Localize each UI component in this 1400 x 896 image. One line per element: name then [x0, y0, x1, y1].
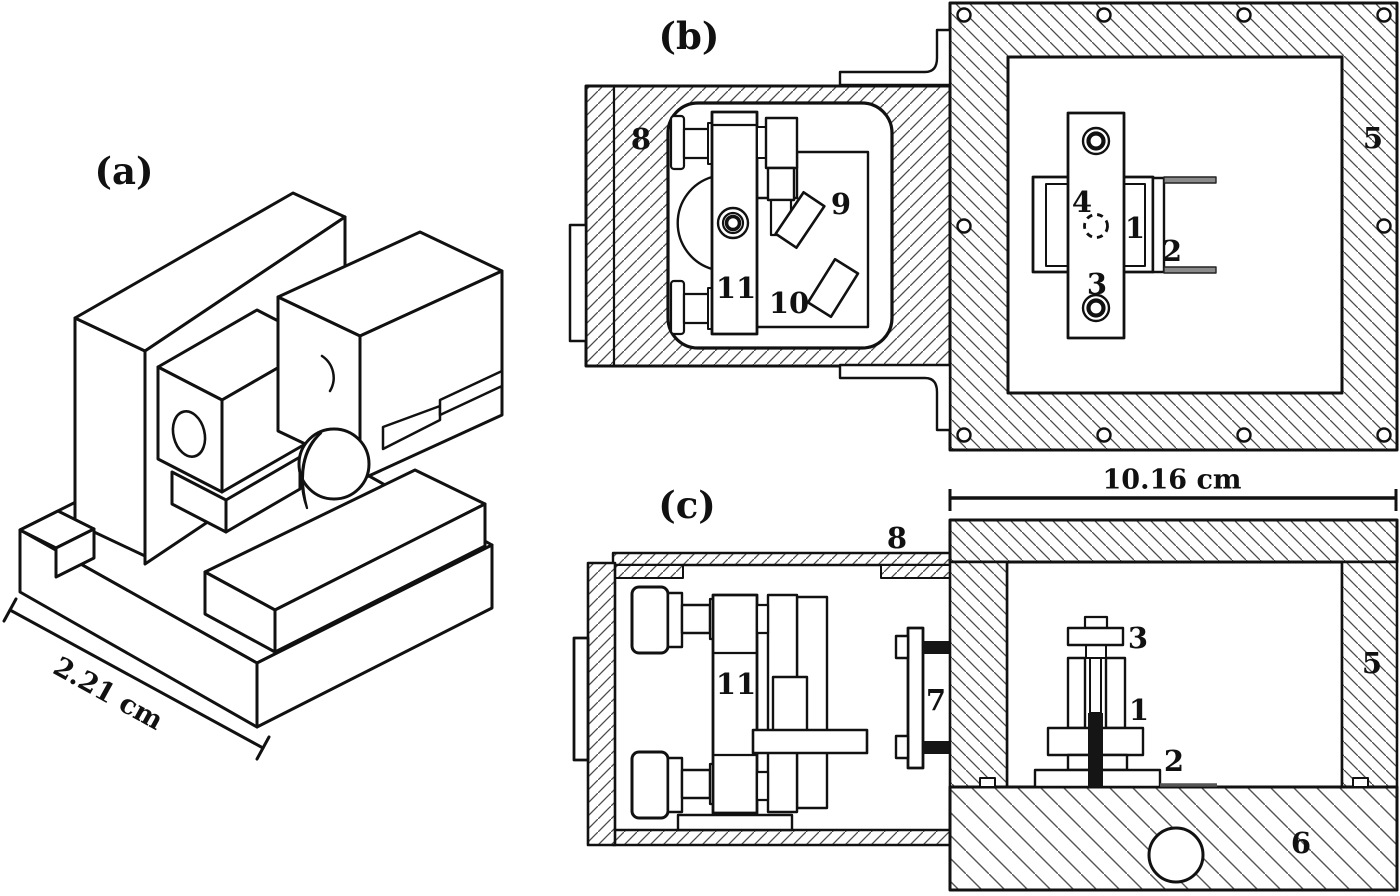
screw-collar [756, 126, 767, 159]
part-label-3: 3 [1087, 267, 1107, 301]
part-label-8: 8 [631, 122, 651, 156]
floor-notch-right [1352, 777, 1369, 788]
bolt-shaft-bottom [923, 741, 950, 754]
right-block-slot-left [381, 404, 442, 451]
housing-bottom-wall [611, 828, 952, 847]
stage-horizontal-arm [751, 728, 869, 755]
hidden-hole-dashed [1083, 213, 1109, 239]
part-label-10: 10 [769, 286, 809, 320]
bolt-shaft-top [923, 641, 950, 654]
part-label-3c: 3 [1128, 621, 1148, 655]
threaded-rod [1088, 713, 1103, 787]
front-block-hole [171, 410, 207, 458]
screw-column-mid [766, 166, 796, 202]
part-label-8c: 8 [887, 521, 907, 555]
panel-a-label: (a) [95, 149, 154, 193]
part-label-2: 2 [1162, 234, 1182, 268]
chamber-top-wall [948, 518, 1399, 564]
flange-plate-7 [906, 626, 925, 770]
panel-b-label: (b) [659, 14, 720, 58]
part-label-1c: 1 [1129, 693, 1149, 727]
holder-screw-top-inner [1086, 131, 1106, 151]
part-label-2c: 2 [1164, 744, 1184, 778]
clamp-cap [1083, 615, 1109, 630]
clamp-assembly [1033, 615, 1217, 789]
right-block-slot-right [438, 369, 504, 417]
adjuster-tab-bottom [669, 279, 686, 336]
dimension-c-text: 10.16 cm [1103, 465, 1242, 496]
chamber-left-wall [948, 560, 1009, 789]
panel-a-isometric-view: (a) [2, 149, 504, 761]
fork-body [1151, 176, 1166, 274]
dimension-10-16: 10.16 cm [948, 465, 1398, 511]
adjuster-tab-top [669, 114, 686, 171]
base-right-face [255, 543, 494, 729]
part-label-1: 1 [1125, 211, 1145, 245]
housing-top-wall-inner-left [614, 564, 684, 579]
part-label-11: 11 [716, 271, 756, 305]
stage-base-plate [676, 813, 794, 832]
round-cutout [297, 427, 371, 501]
stage-block-11-side [711, 593, 759, 815]
stage-small-block [771, 675, 809, 734]
bolt-head-top [894, 634, 910, 660]
part-label-11c: 11 [716, 667, 756, 701]
clamp-jaw-left [1066, 656, 1087, 730]
center-screw-inner [724, 214, 742, 232]
screw-column-upper [764, 116, 799, 170]
panel-b-top-section: (b) [568, 1, 1399, 452]
stage-collar-bottom [755, 770, 770, 802]
knob-bottom [630, 750, 719, 820]
clip-bracket-top [838, 28, 952, 87]
fork-prong-top [1163, 176, 1217, 184]
housing-top-wall-inner-right [880, 564, 951, 579]
adjuster-stem-top [682, 127, 713, 160]
cutout-inner-wall-crescent [300, 431, 323, 510]
housing-left-wall [586, 561, 617, 847]
holder-screw-bottom-inner [1086, 298, 1106, 318]
screw-shaft [1089, 657, 1102, 714]
part-label-4: 4 [1072, 185, 1092, 219]
tilted-mirror-10 [806, 257, 860, 319]
adjuster-stem-bottom [682, 292, 713, 325]
part-label-9: 9 [831, 187, 851, 221]
clamp-jaw-right [1104, 656, 1127, 730]
base-bore-hole [1147, 826, 1205, 884]
base-step-front [54, 527, 96, 579]
cutout-upper-arc [320, 354, 335, 393]
part-label-6: 6 [1291, 826, 1311, 860]
housing-left-tab-side [572, 636, 590, 762]
part-label-7: 7 [926, 683, 946, 717]
panel-c-side-section: (c) 10.16 cm [572, 465, 1399, 892]
front-block-support-right [224, 455, 302, 534]
panel-c-label: (c) [658, 483, 716, 527]
fork-prong-bottom [1163, 266, 1217, 274]
knob-top [630, 585, 719, 655]
stage-collar-top [755, 603, 770, 635]
part-label-5: 5 [1363, 121, 1383, 155]
clamp-bar-3 [1066, 626, 1125, 647]
tier-right-face [273, 502, 487, 654]
tilted-mirror-9 [774, 190, 826, 250]
screw-shank [1085, 644, 1107, 659]
housing-left-tab [568, 223, 588, 343]
clip-bracket-bottom [838, 363, 952, 432]
floor-notch-left [979, 777, 996, 788]
part-label-5c: 5 [1362, 646, 1382, 680]
plate-screw-holes [956, 7, 1392, 443]
bolt-head-bottom [894, 734, 910, 760]
back-plate-west-face [73, 316, 147, 558]
lens-arc [676, 175, 713, 271]
